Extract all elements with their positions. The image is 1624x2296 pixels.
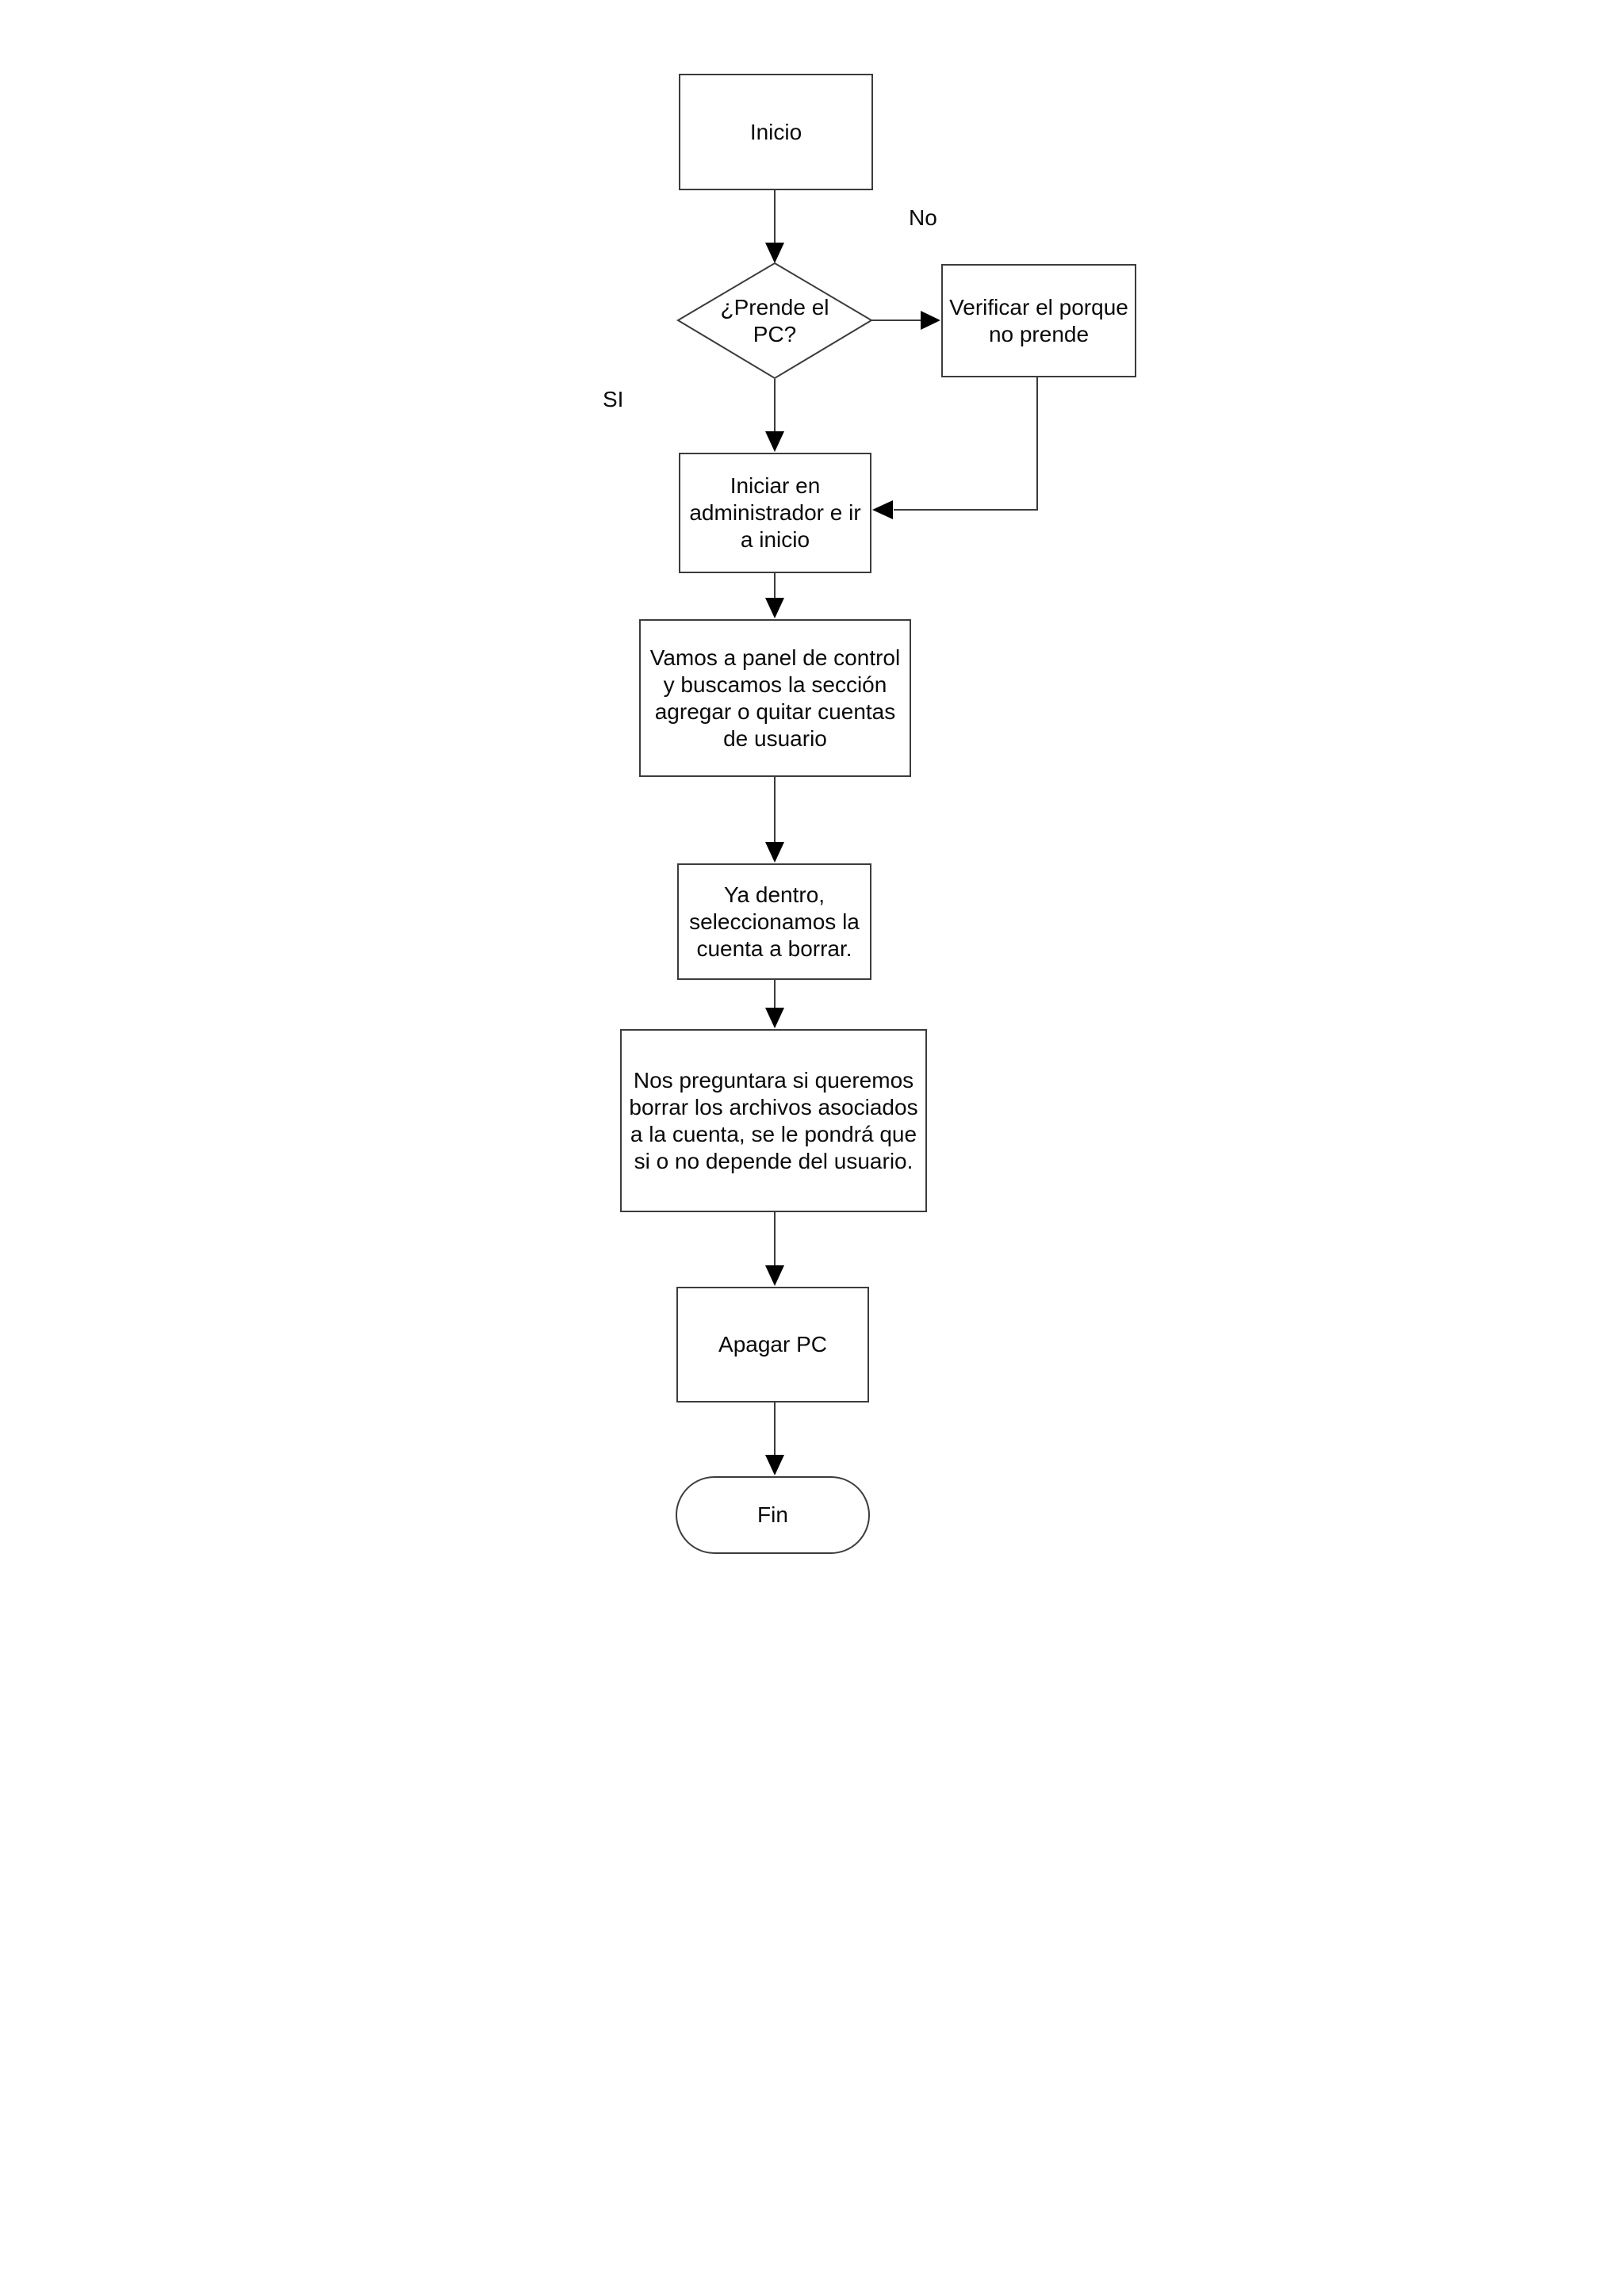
arrowhead-down-icon: [765, 1265, 784, 1286]
flowchart-node-nospreguntara: Nos preguntara si queremos borrar los ar…: [620, 1029, 927, 1212]
flowchart-node-apagar: Apagar PC: [676, 1287, 869, 1402]
arrowhead-left-icon: [872, 500, 893, 519]
arrowhead-down-icon: [765, 431, 784, 452]
node-label: ¿Prende el PC?: [720, 295, 829, 346]
flowchart-node-yadentro: Ya dentro, seleccionamos la cuenta a bor…: [677, 863, 871, 980]
node-label: Fin: [757, 1502, 788, 1527]
flowchart-node-inicio: Inicio: [679, 74, 873, 190]
arrowhead-down-icon: [765, 1455, 784, 1475]
flowchart-node-iniciar: Iniciar en administrador e ir a inicio: [679, 453, 871, 573]
node-label: Vamos a panel de control y buscamos la s…: [649, 645, 901, 751]
edge-verificar-to-iniciar: [894, 377, 1038, 511]
flowchart-node-vamos: Vamos a panel de control y buscamos la s…: [639, 619, 911, 777]
arrowhead-right-icon: [921, 311, 940, 330]
edge-label-no: No: [909, 205, 937, 230]
node-label: Nos preguntara si queremos borrar los ar…: [629, 1067, 918, 1173]
arrowhead-down-icon: [765, 842, 784, 863]
node-label: Inicio: [749, 119, 802, 144]
arrowhead-down-icon: [765, 1008, 784, 1028]
flowchart-node-fin: Fin: [676, 1476, 870, 1554]
arrowhead-down-icon: [765, 598, 784, 618]
edge-label-si: SI: [603, 387, 624, 411]
node-label: Verificar el porque no prende: [949, 294, 1128, 346]
node-label: Iniciar en administrador e ir a inicio: [689, 473, 861, 552]
node-label: Ya dentro, seleccionamos la cuenta a bor…: [689, 882, 860, 961]
flowchart-node-prende-pc: ¿Prende el PC?: [668, 254, 881, 388]
node-label: Apagar PC: [718, 1332, 827, 1357]
flowchart-node-verificar: Verificar el porque no prende: [941, 264, 1136, 377]
decision-diamond-shape: [676, 262, 873, 380]
